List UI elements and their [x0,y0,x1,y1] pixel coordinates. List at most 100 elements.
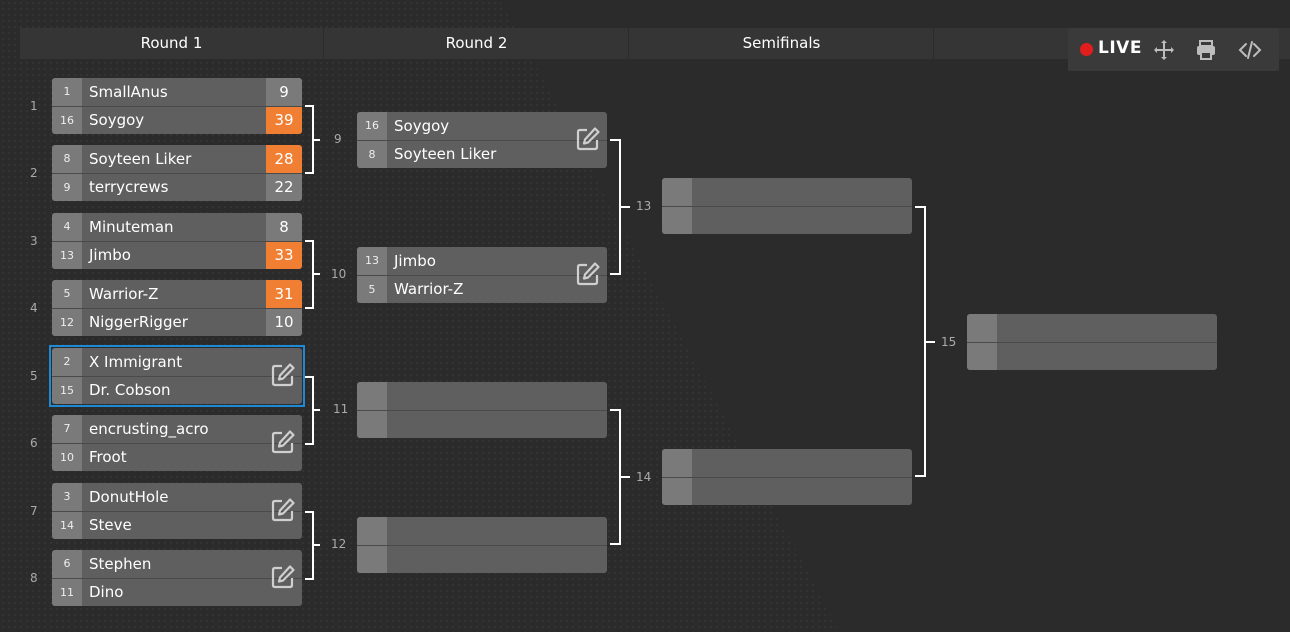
match-number-label: 14 [636,470,652,484]
participant-slot[interactable]: 8 Soyteen Liker [357,140,607,168]
participant-slot[interactable]: 13 Jimbo 33 [52,241,302,269]
seed-number: 6 [52,550,82,578]
match-card[interactable]: 8 Soyteen Liker 28 9 terrycrews 22 [52,145,302,201]
live-label[interactable]: LIVE [1098,38,1142,58]
match-number-label: 2 [30,166,38,180]
seed-number [357,382,387,410]
empty-slot[interactable] [357,410,607,438]
participant-name: Soyteen Liker [394,145,497,163]
seed-number: 16 [52,107,82,134]
match-number-label: 6 [30,436,38,450]
match-card[interactable]: 4 Minuteman 8 13 Jimbo 33 [52,213,302,269]
seed-number: 1 [52,78,82,106]
edit-match-icon[interactable] [270,564,296,590]
empty-match-card[interactable] [662,178,912,234]
participant-slot[interactable]: 13 Jimbo [357,247,607,275]
participant-name: Jimbo [89,246,131,264]
seed-number [357,546,387,573]
empty-match-card[interactable] [967,314,1217,370]
participant-slot[interactable]: 15 Dr. Cobson [52,376,302,404]
edit-match-icon[interactable] [575,126,601,152]
seed-number [662,207,692,234]
match-number-label: 10 [331,267,347,281]
semifinals-tab[interactable]: Semifinals [630,28,934,59]
participant-name: Froot [89,448,127,466]
edit-match-icon[interactable] [270,497,296,523]
bracket-toolbar: LIVE [1068,28,1279,71]
seed-number [662,449,692,477]
edit-match-icon[interactable] [270,362,296,388]
participant-name: Warrior-Z [394,280,464,298]
empty-slot[interactable] [662,178,912,206]
match-card[interactable]: 5 Warrior-Z 31 12 NiggerRigger 10 [52,280,302,336]
move-icon[interactable] [1152,38,1176,62]
participant-name: X Immigrant [89,353,183,371]
seed-number [357,517,387,545]
seed-number: 16 [357,112,387,140]
participant-slot[interactable]: 14 Steve [52,511,302,539]
empty-slot[interactable] [967,342,1217,370]
round-2-tab[interactable]: Round 2 [325,28,629,59]
empty-slot[interactable] [662,206,912,234]
participant-name: Soygoy [89,111,145,129]
participant-name: Steve [89,516,132,534]
match-card[interactable]: 3 DonutHole 14 Steve [52,483,302,539]
match-card[interactable]: 6 Stephen 11 Dino [52,550,302,606]
empty-slot[interactable] [357,382,607,410]
empty-slot[interactable] [662,449,912,477]
participant-slot[interactable]: 1 SmallAnus 9 [52,78,302,106]
participant-slot[interactable]: 12 NiggerRigger 10 [52,308,302,336]
participant-slot[interactable]: 16 Soygoy [357,112,607,140]
match-number-label: 1 [30,99,38,113]
participant-slot[interactable]: 10 Froot [52,443,302,471]
seed-number [967,343,997,370]
match-card[interactable]: 16 Soygoy 8 Soyteen Liker [357,112,607,168]
match-number-label: 13 [636,199,652,213]
participant-slot[interactable]: 5 Warrior-Z 31 [52,280,302,308]
participant-slot[interactable]: 8 Soyteen Liker 28 [52,145,302,173]
participant-slot[interactable]: 4 Minuteman 8 [52,213,302,241]
seed-number: 12 [52,309,82,336]
participant-slot[interactable]: 3 DonutHole [52,483,302,511]
participant-slot[interactable]: 6 Stephen [52,550,302,578]
participant-name: Soygoy [394,117,450,135]
edit-match-icon[interactable] [270,429,296,455]
empty-match-card[interactable] [357,382,607,438]
empty-slot[interactable] [357,517,607,545]
seed-number: 11 [52,579,82,606]
participant-name: Warrior-Z [89,285,159,303]
match-number-label: 4 [30,301,38,315]
match-number-label: 9 [334,132,342,146]
live-indicator-icon [1080,43,1093,56]
participant-slot[interactable]: 9 terrycrews 22 [52,173,302,201]
participant-slot[interactable]: 5 Warrior-Z [357,275,607,303]
match-card[interactable]: 1 SmallAnus 9 16 Soygoy 39 [52,78,302,134]
empty-match-card[interactable] [357,517,607,573]
seed-number: 3 [52,483,82,511]
empty-slot[interactable] [967,314,1217,342]
match-card[interactable]: 13 Jimbo 5 Warrior-Z [357,247,607,303]
participant-name: SmallAnus [89,83,168,101]
print-icon[interactable] [1194,38,1218,62]
participant-name: Soyteen Liker [89,150,192,168]
participant-name: terrycrews [89,178,169,196]
match-card-selected[interactable]: 2 X Immigrant 15 Dr. Cobson [49,345,305,407]
empty-slot[interactable] [357,545,607,573]
participant-slot[interactable]: 2 X Immigrant [52,348,302,376]
empty-match-card[interactable] [662,449,912,505]
score: 10 [266,309,302,336]
participant-slot[interactable]: 7 encrusting_acro [52,415,302,443]
embed-code-icon[interactable] [1238,38,1262,62]
participant-slot[interactable]: 16 Soygoy 39 [52,106,302,134]
edit-match-icon[interactable] [575,261,601,287]
participant-name: Dr. Cobson [89,381,171,399]
match-card[interactable]: 7 encrusting_acro 10 Froot [52,415,302,471]
participant-slot[interactable]: 11 Dino [52,578,302,606]
participant-name: Minuteman [89,218,174,236]
round-1-tab[interactable]: Round 1 [20,28,324,59]
seed-number [357,411,387,438]
winning-score: 31 [266,280,302,308]
match-number-label: 15 [941,335,957,349]
empty-slot[interactable] [662,477,912,505]
score: 9 [266,78,302,106]
